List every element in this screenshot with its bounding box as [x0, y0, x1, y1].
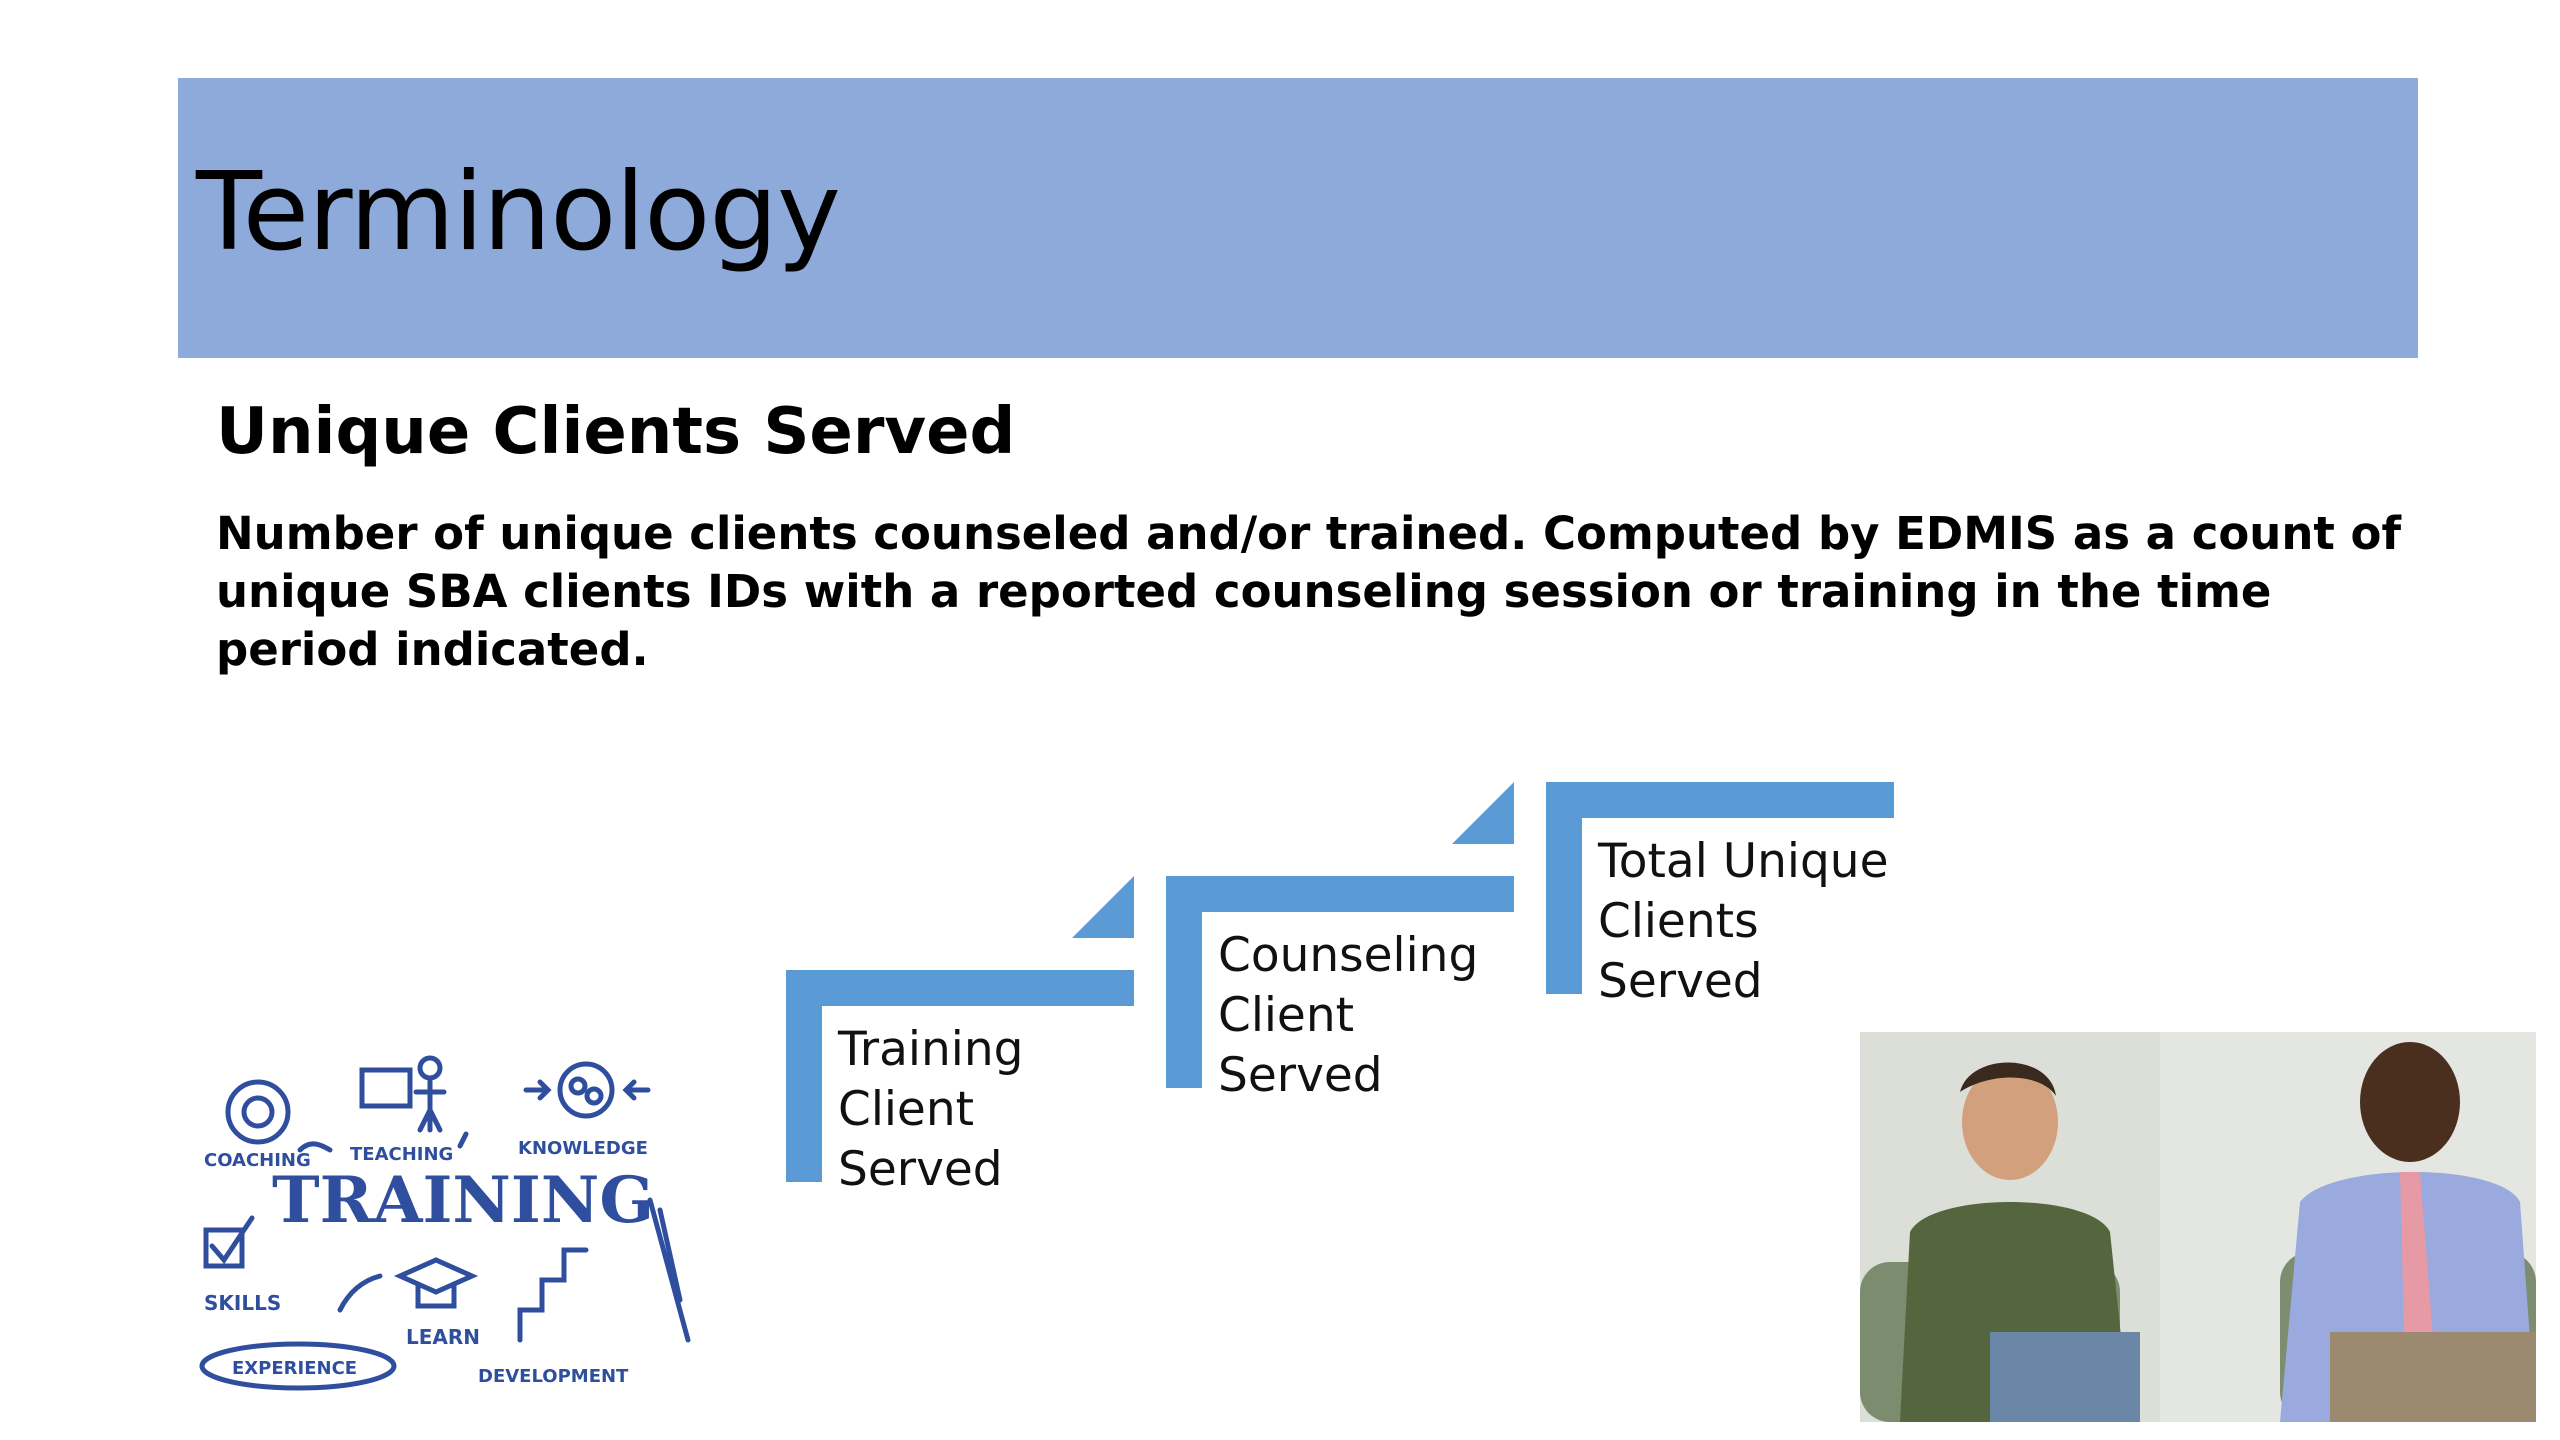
step-2-top-bar — [1166, 876, 1514, 912]
word-development: DEVELOPMENT — [478, 1366, 629, 1387]
training-graphic: COACHING TEACHING KNOWLEDGE TRAINING SKI… — [199, 1055, 691, 1391]
experience-ellipse — [199, 1341, 397, 1391]
learn-cap-icon — [393, 1257, 479, 1295]
development-stairs-icon — [517, 1247, 589, 1343]
skills-checkbox-icon — [203, 1227, 245, 1269]
teaching-icon — [359, 1067, 413, 1109]
term-definition: Number of unique clients counseled and/o… — [216, 507, 2402, 676]
step-3-line-3: Served — [1598, 954, 1763, 1009]
step-2-label: Counseling Client Served — [1218, 926, 1478, 1106]
left-man-head — [1962, 1064, 2058, 1180]
step-1-line-2: Client — [838, 1082, 975, 1137]
word-coaching: COACHING — [204, 1150, 311, 1171]
step-1-arrow-triangle — [1072, 876, 1134, 938]
step-2-line-3: Served — [1218, 1048, 1383, 1103]
step-1-line-3: Served — [838, 1142, 1003, 1197]
slide-title: Terminology — [196, 150, 841, 275]
step-2-line-2: Client — [1218, 988, 1355, 1043]
step-3-label: Total Unique Clients Served — [1598, 832, 1889, 1012]
word-learn: LEARN — [406, 1325, 480, 1349]
right-man-head — [2360, 1042, 2460, 1162]
step-1-line-1: Training — [838, 1022, 1024, 1077]
step-1-side-bar — [786, 970, 822, 1182]
training-heading: TRAINING — [272, 1163, 654, 1238]
knowledge-icon — [557, 1061, 615, 1119]
word-experience: EXPERIENCE — [232, 1358, 357, 1379]
step-1-top-bar — [786, 970, 1134, 1006]
step-3-top-bar — [1546, 782, 1894, 818]
step-1-label: Training Client Served — [838, 1020, 1023, 1200]
right-man-tie — [2400, 1172, 2435, 1377]
step-2-side-bar — [1166, 876, 1202, 1088]
step-3-line-2: Clients — [1598, 894, 1759, 949]
coaching-icon — [225, 1079, 291, 1145]
word-skills: SKILLS — [204, 1291, 281, 1315]
step-2-arrow-triangle — [1452, 782, 1514, 844]
word-teaching: TEACHING — [350, 1144, 453, 1165]
word-knowledge: KNOWLEDGE — [518, 1138, 648, 1159]
term-heading: Unique Clients Served — [216, 395, 1016, 469]
counseling-photo — [1860, 1032, 2536, 1422]
step-2-line-1: Counseling — [1218, 928, 1479, 983]
step-3-line-1: Total Unique — [1598, 834, 1889, 889]
title-banner — [178, 78, 2418, 358]
step-3-side-bar — [1546, 782, 1582, 994]
